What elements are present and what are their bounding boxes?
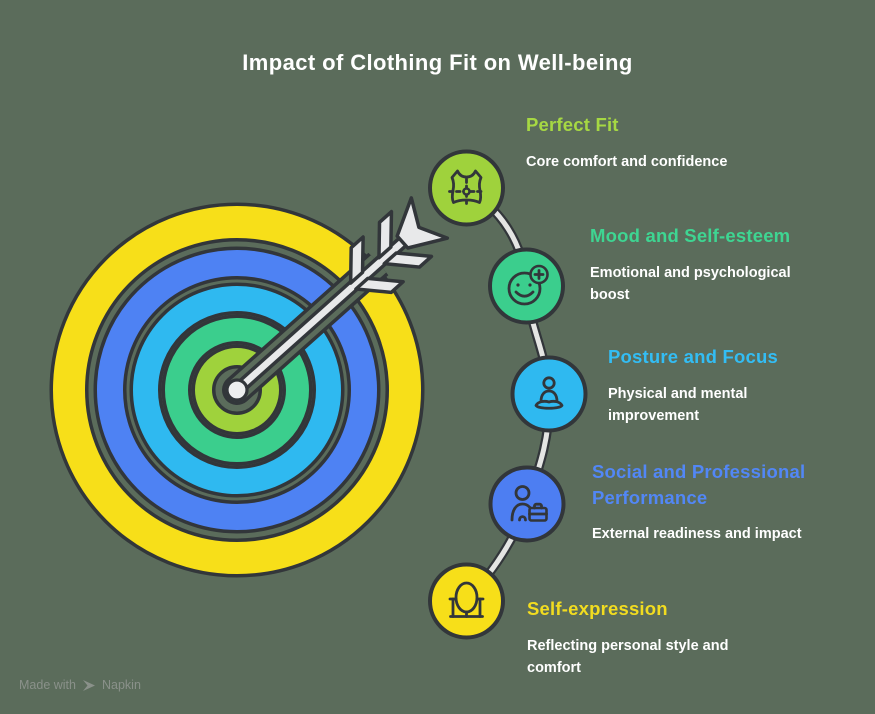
step-icon-posture [510,355,588,433]
fit-vest-icon [448,169,485,207]
step-description: Physical and mental improvement [608,385,748,424]
meditation-icon [534,376,564,410]
step-description: Reflecting personal style and comfort [527,637,729,676]
watermark-brand: Napkin [101,678,141,692]
step-label: Self-expression [527,598,668,619]
step-label: Mood and Self-esteem [590,225,791,246]
step-icon-perfect-fit [428,149,505,227]
step-block-social: Social and Professional Performance Exte… [592,459,832,546]
step-description: Core comfort and confidence [526,153,728,170]
step-block-self-expression: Self-expression Reflecting personal styl… [527,596,755,679]
step-description: Emotional and psychological boost [590,264,791,303]
arrow-nock [395,196,450,250]
watermark: Made with Napkin [19,678,141,692]
arrow-fletching [348,235,365,285]
step-label: Posture and Focus [608,346,778,367]
step-label: Perfect Fit [526,114,619,135]
step-circle [488,247,565,325]
step-circle [428,562,505,640]
smiley-plus-icon [507,264,549,306]
arrow [222,196,450,405]
step-icon-social [488,465,566,543]
step-block-mood: Mood and Self-esteem Emotional and psych… [590,223,808,306]
person-briefcase-icon [510,485,548,522]
page-title: Impact of Clothing Fit on Well-being [242,50,633,75]
mirror-icon [448,581,485,618]
step-description: External readiness and impact [592,526,802,543]
napkin-logo-icon [82,679,95,691]
bullseye-center-dot [225,378,249,402]
step-icon-mood [488,247,565,325]
step-label: Social and Professional Performance [592,461,806,508]
step-block-perfect-fit: Perfect Fit Core comfort and confidence [526,112,727,173]
watermark-text: Made with [19,678,76,692]
bullseye-target [49,202,425,578]
step-block-posture: Posture and Focus Physical and mental im… [608,344,778,427]
step-icon-self-expression [428,562,505,640]
step-circle [510,355,588,433]
